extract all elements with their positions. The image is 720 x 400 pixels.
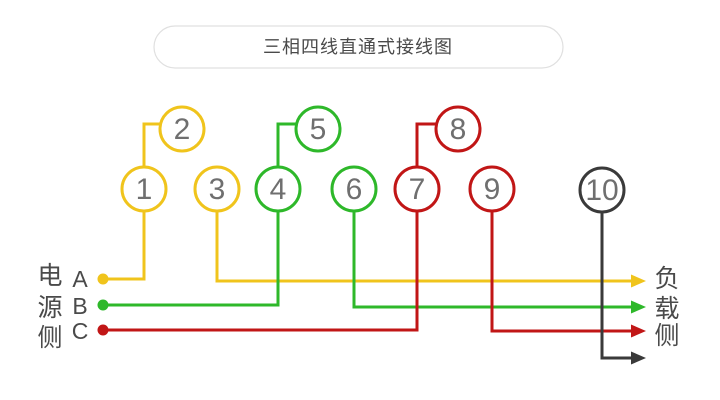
phase-a-label: A: [72, 266, 88, 292]
arrow-load-a: [631, 274, 646, 288]
arrow-load-c: [631, 324, 646, 338]
terminal-4: 4: [254, 165, 302, 213]
terminal-1: 1: [120, 165, 168, 213]
wire-load-a: [215, 189, 632, 283]
wire-source-a: [103, 189, 146, 281]
terminal-5-circle: [294, 105, 342, 153]
terminal-3-number: 3: [209, 173, 226, 206]
terminal-1-circle: [120, 165, 168, 213]
terminal-8: 8: [434, 105, 482, 153]
terminal-4-circle: [254, 165, 302, 213]
phase-c-wires: [103, 122, 632, 333]
source-dots: [97, 273, 109, 336]
phase-b-label: B: [72, 293, 87, 319]
wire-source-b: [103, 189, 280, 307]
terminal-5-number: 5: [310, 113, 327, 146]
source-dot-b: [97, 299, 109, 311]
neutral-wires: [600, 190, 632, 360]
wire-neutral: [600, 190, 632, 360]
terminal-9-number: 9: [484, 173, 501, 206]
terminal-2: 2: [158, 105, 206, 153]
load-side-label: 负 载 侧: [654, 265, 679, 350]
wire-load-c: [490, 189, 632, 333]
terminal-10-circle: [578, 166, 626, 214]
terminal-8-circle: [434, 105, 482, 153]
terminal-9-circle: [468, 165, 516, 213]
source-side-label: 电 源 侧 A B C: [37, 262, 88, 352]
title-text: 三相四线直通式接线图: [263, 37, 453, 57]
title-pill: [153, 25, 564, 69]
terminal-10-number: 10: [585, 174, 618, 207]
terminal-6-number: 6: [346, 173, 363, 206]
load-label-char-1: 负: [654, 265, 679, 293]
wire-source-c: [103, 189, 419, 332]
load-label-char-2: 载: [654, 295, 679, 323]
diagram-title: 三相四线直通式接线图: [153, 25, 564, 69]
arrow-load-b: [631, 300, 646, 314]
arrow-neutral: [631, 351, 646, 365]
terminal-6-circle: [330, 165, 378, 213]
load-label-char-3: 侧: [654, 322, 679, 350]
source-dot-a: [97, 273, 109, 285]
wire-load-b: [352, 189, 632, 309]
source-label-char-2: 源: [37, 294, 62, 322]
terminal-2-number: 2: [174, 113, 191, 146]
source-dot-c: [97, 324, 109, 336]
source-label-char-1: 电: [37, 262, 62, 290]
terminal-5: 5: [294, 105, 342, 153]
terminal-9: 9: [468, 165, 516, 213]
terminal-7-number: 7: [409, 173, 426, 206]
terminal-3: 3: [193, 165, 241, 213]
terminal-8-number: 8: [450, 113, 467, 146]
terminal-3-circle: [193, 165, 241, 213]
terminals: 1 2 3 4 5 6 7 8: [120, 105, 626, 214]
terminal-6: 6: [330, 165, 378, 213]
terminal-1-number: 1: [136, 173, 153, 206]
terminal-7: 7: [393, 165, 441, 213]
terminal-10: 10: [578, 166, 626, 214]
terminal-7-circle: [393, 165, 441, 213]
terminal-4-number: 4: [270, 173, 287, 206]
load-arrows: [631, 274, 646, 365]
phase-c-label: C: [72, 318, 89, 344]
source-label-char-3: 侧: [37, 324, 62, 352]
terminal-2-circle: [158, 105, 206, 153]
